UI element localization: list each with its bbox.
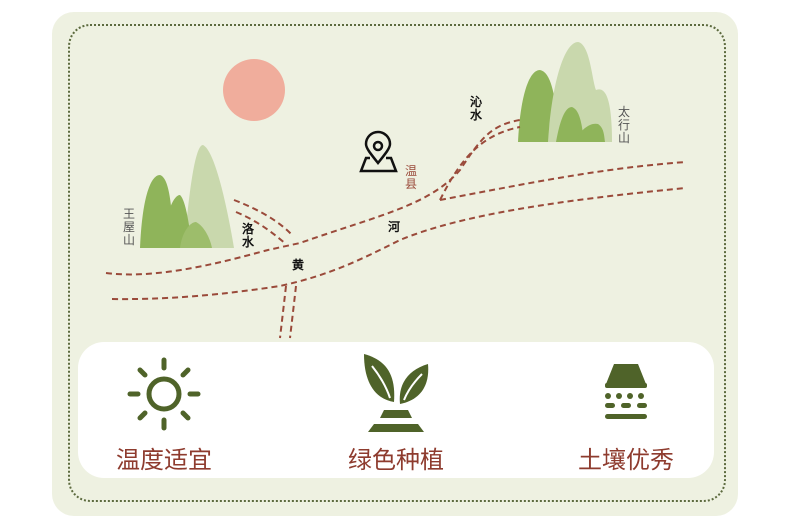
label-wangwu-mountain: 王屋山 — [122, 207, 135, 247]
label-luo-river: 洛水 — [241, 222, 254, 249]
label-taihang-mountain: 太行山 — [617, 105, 630, 145]
label-wenxian: 温县 — [404, 164, 417, 191]
soil-icon — [605, 364, 647, 419]
sun-icon — [127, 357, 201, 431]
feature-label: 土壤优秀 — [578, 446, 674, 474]
mountain-left — [140, 145, 234, 248]
sprout-icon — [364, 354, 429, 432]
mountain-right — [518, 42, 612, 142]
rivers — [105, 119, 687, 339]
dotted-border — [68, 24, 726, 502]
label-he: 河 — [387, 220, 400, 234]
feature-soil: 土壤优秀 — [526, 342, 726, 475]
label-qin-river: 沁水 — [469, 95, 482, 122]
location-pin-icon — [359, 130, 398, 173]
sun-circle — [223, 59, 285, 121]
feature-label: 温度适宜 — [116, 446, 212, 474]
feature-temperature: 温度适宜 — [64, 342, 264, 475]
feature-label: 绿色种植 — [348, 446, 444, 474]
features-panel: 温度适宜 绿色种植 土壤优秀 — [78, 342, 714, 478]
feature-green-planting: 绿色种植 — [296, 342, 496, 475]
label-huang: 黄 — [291, 258, 304, 272]
